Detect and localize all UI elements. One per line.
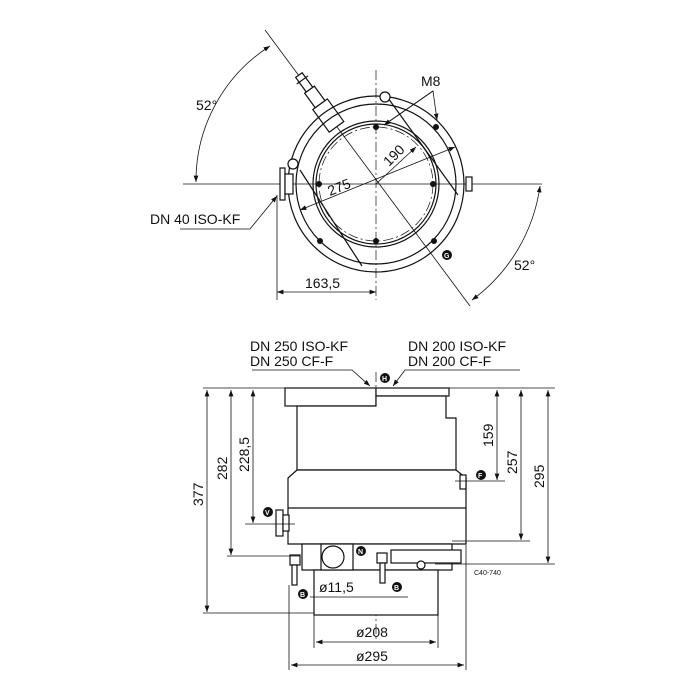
screw-f [459, 474, 467, 490]
inlet-left-label-2: DN 250 CF-F [250, 353, 333, 369]
nut-icon [379, 91, 391, 103]
side-port-leader [180, 195, 278, 230]
radius-190-line [375, 146, 417, 185]
inlet-flange-right [375, 387, 450, 397]
dim-257-label: 257 [504, 450, 520, 474]
inlet-right-label-2: DN 200 CF-F [408, 353, 491, 369]
marker-b-icon [298, 589, 308, 599]
diameter-275-label: 275 [325, 175, 353, 199]
marker-n-icon [356, 546, 366, 556]
upper-housing [296, 395, 457, 471]
angle-arc-left [193, 45, 271, 183]
dim-11-5-label: ø11,5 [319, 579, 354, 595]
svg-text:G: G [444, 253, 450, 260]
svg-text:H: H [382, 376, 387, 383]
vent-flange [275, 509, 284, 537]
marker-b-icon [392, 582, 402, 592]
dim-295-height-label: 295 [531, 464, 547, 488]
svg-text:B: B [300, 592, 305, 599]
dim-282-label: 282 [214, 456, 230, 480]
dim-228-5-label: 228,5 [236, 437, 252, 472]
dim-208-label: ø208 [356, 624, 388, 640]
radius-190-label: 190 [380, 141, 408, 169]
m8-label: M8 [421, 73, 441, 89]
exhaust-nozzle [294, 71, 345, 133]
svg-text:B: B [394, 585, 399, 592]
vent-screw [465, 176, 473, 192]
side-port-label: DN 40 ISO-KF [150, 211, 240, 227]
nut-icon [287, 158, 299, 170]
dim-377-label: 377 [190, 482, 206, 506]
angle-arc-right [471, 185, 542, 301]
connector-icon [321, 545, 345, 569]
top-view: 52° 52° 275 190 M8 DN 40 ISO-KF 163,5 G [150, 29, 542, 307]
svg-text:F: F [478, 473, 483, 480]
marker-h-icon [380, 373, 390, 383]
side-port [284, 173, 294, 195]
marker-f-icon [476, 470, 486, 480]
dim-159-label: 159 [480, 423, 496, 447]
cooling-bar [390, 549, 462, 564]
side-view: DN 250 ISO-KF DN 250 CF-F DN 200 ISO-KF … [190, 338, 555, 670]
flange-ring [295, 103, 457, 265]
marker-g-icon [442, 250, 452, 260]
diameter-275-line [299, 146, 456, 211]
svg-text:V: V [265, 510, 270, 517]
side-port-flange [279, 167, 286, 201]
offset-label: 163,5 [305, 275, 340, 291]
svg-text:N: N [358, 549, 363, 556]
base [313, 569, 439, 616]
angle-right-label: 52° [514, 257, 535, 273]
inlet-flange-left [284, 387, 377, 407]
drawing-code: C40-740 [474, 570, 501, 577]
dim-295-diameter-label: ø295 [356, 648, 388, 664]
marker-v-icon [263, 507, 273, 517]
motor-housing [287, 469, 467, 545]
angle-left-label: 52° [196, 97, 217, 113]
inlet-left-label-1: DN 250 ISO-KF [250, 338, 348, 354]
inlet-right-label-1: DN 200 ISO-KF [408, 338, 506, 354]
